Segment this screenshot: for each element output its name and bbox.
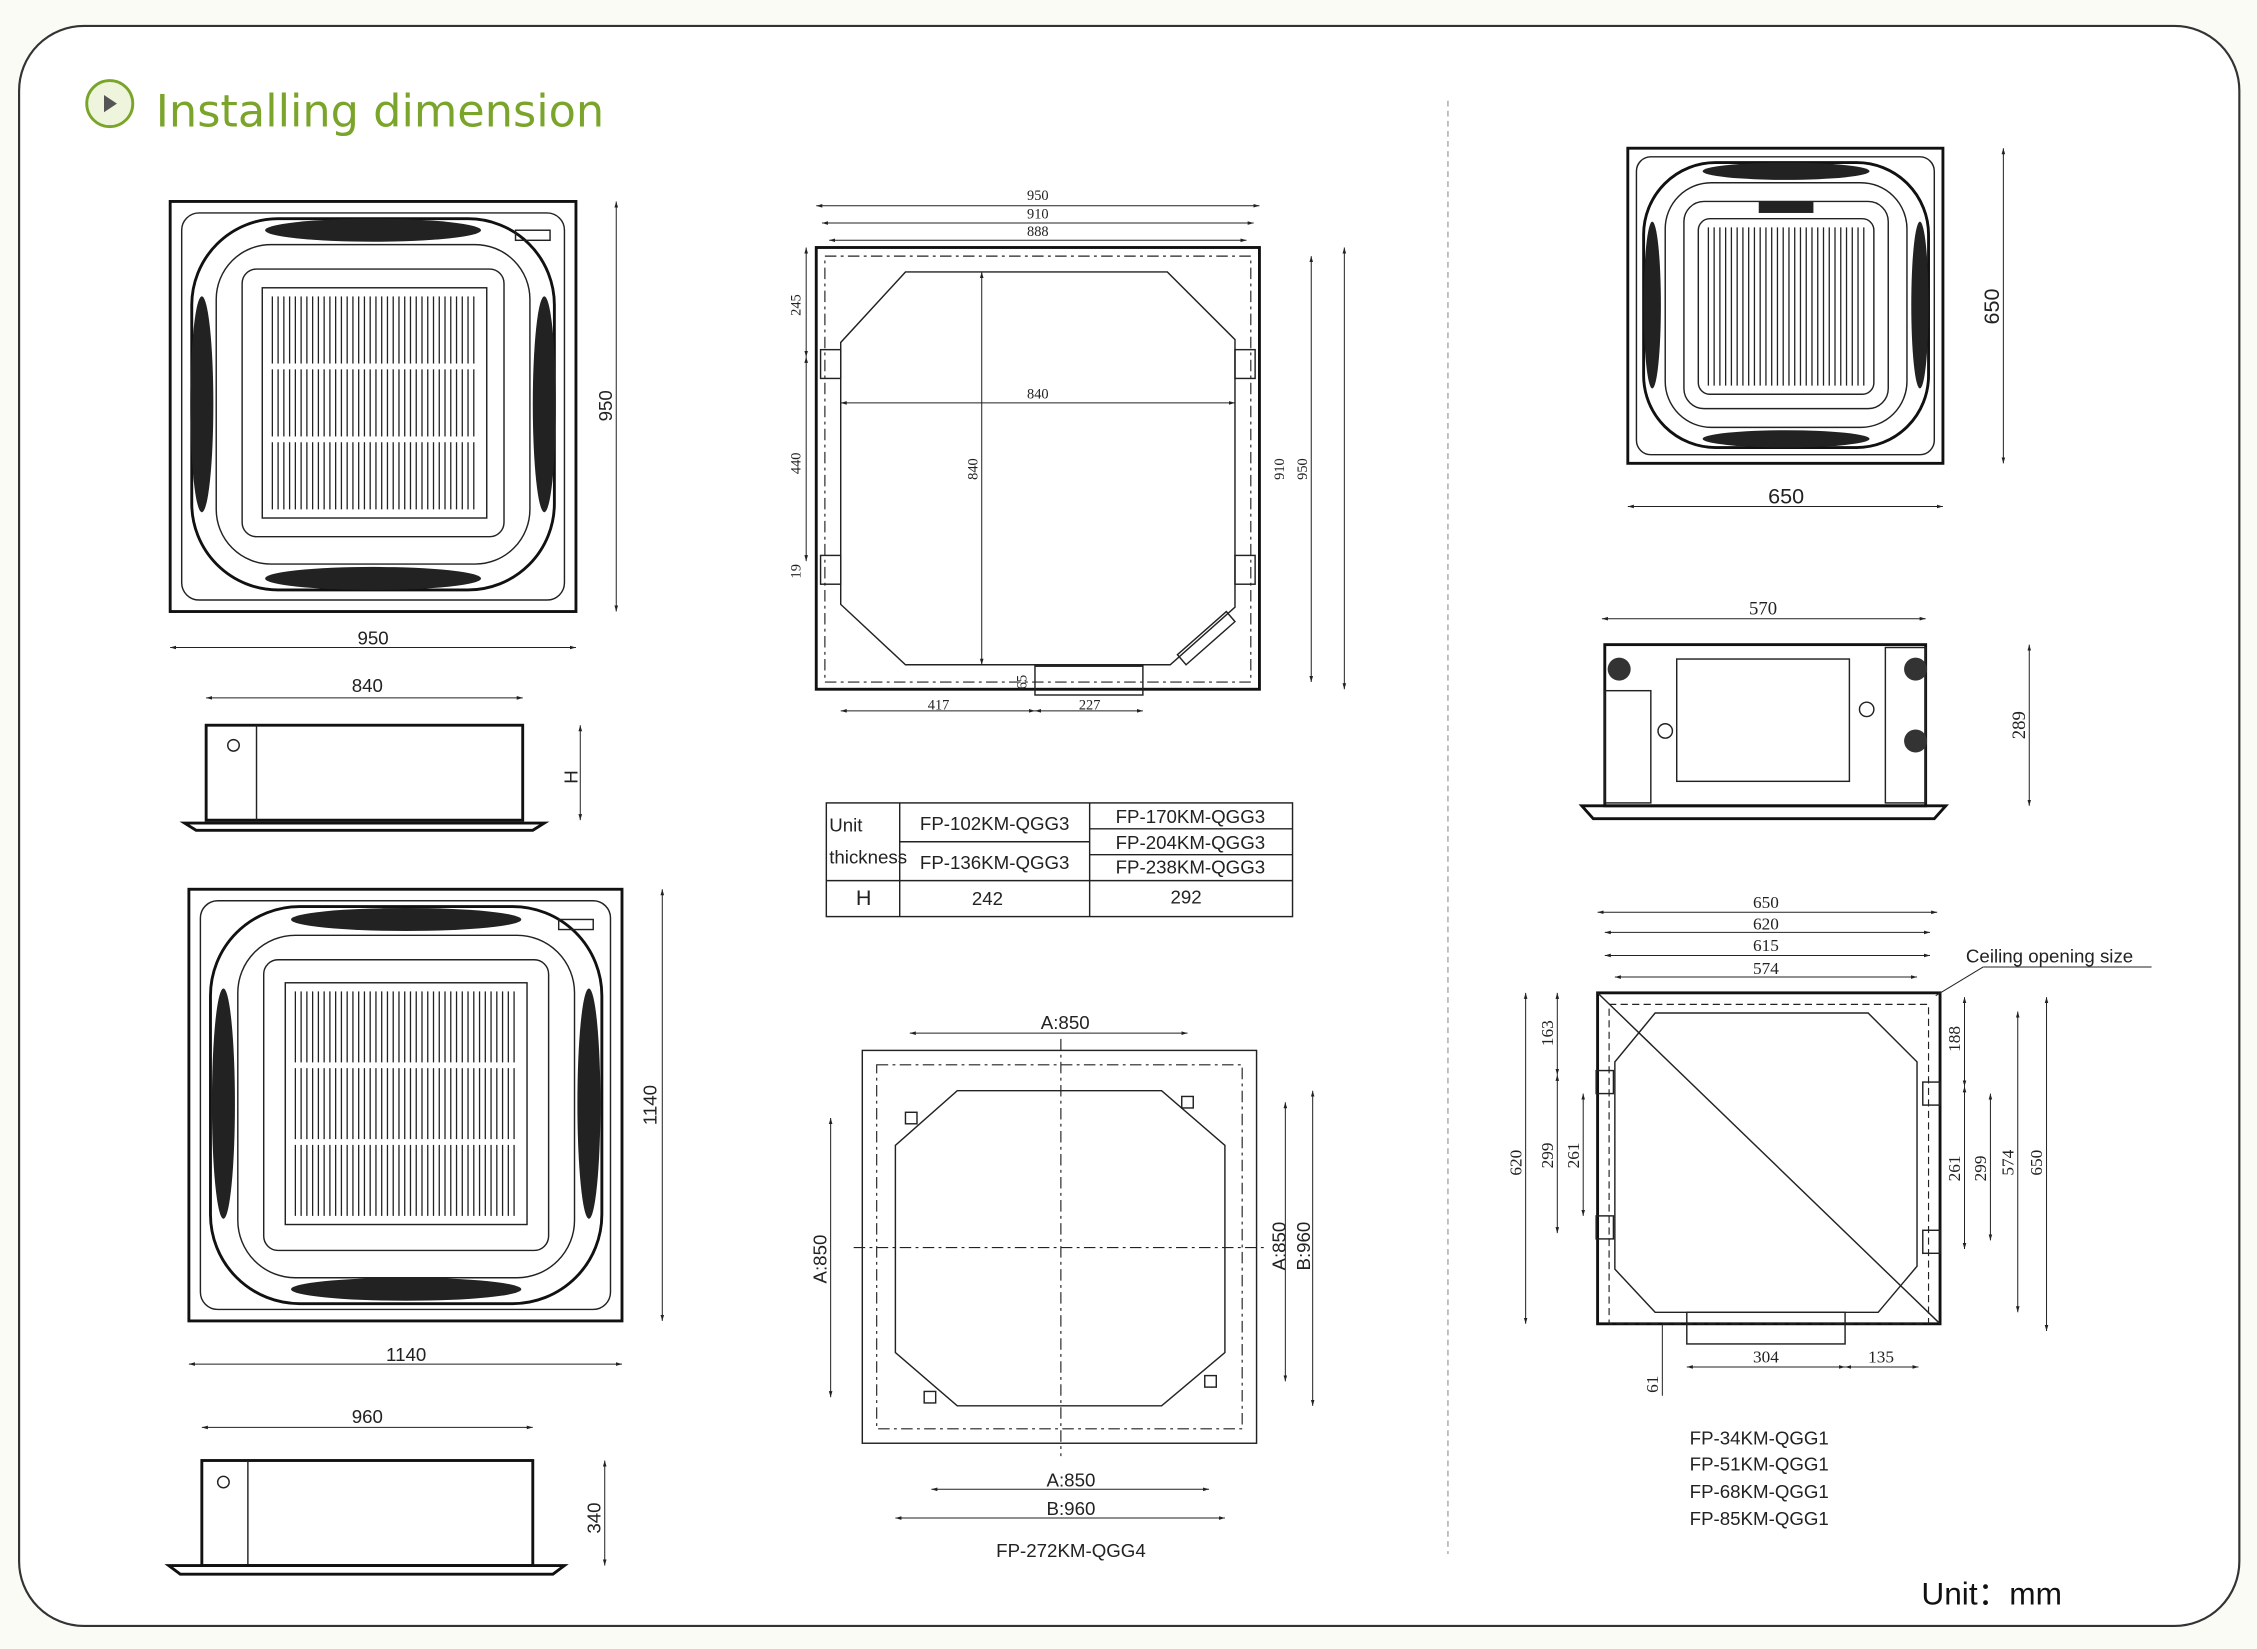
model-label-272: FP-272KM-QGG4: [996, 1540, 1146, 1561]
table-header-unit: Unit: [829, 815, 863, 836]
plan-272-drawing: [853, 1038, 1267, 1457]
dim-245: 245: [788, 294, 804, 316]
ceiling-opening-callout: Ceiling opening size: [1966, 946, 2133, 967]
dim-227: 227: [1079, 697, 1101, 713]
model-label: FP-34KM-QGG1: [1690, 1428, 1829, 1449]
table-model: FP-170KM-QGG3: [1116, 806, 1266, 827]
dim-570: 570: [1749, 598, 1777, 619]
dim-1140-height: 1140: [640, 1085, 661, 1125]
dim-135: 135: [1868, 1348, 1894, 1367]
dim-a850-right: A:850: [1268, 1222, 1289, 1271]
dim-620-left: 620: [1506, 1150, 1525, 1176]
dim-299-left: 299: [1538, 1143, 1557, 1169]
cassette-650-side-view: [1578, 643, 1950, 821]
dim-650-top: 650: [1753, 893, 1779, 912]
dim-950-width: 950: [357, 628, 388, 649]
cassette-650-top-view: [1626, 146, 1945, 465]
cassette-950-top-view: [168, 200, 578, 613]
dim-a850-top: A:850: [1041, 1012, 1090, 1033]
model-label: FP-51KM-QGG1: [1690, 1454, 1829, 1475]
dim-910-vertical: 910: [1272, 458, 1288, 480]
unit-thickness-table: Unit thickness FP-102KM-QGG3 FP-136KM-QG…: [825, 802, 1294, 918]
dim-261-right: 261: [1945, 1155, 1964, 1181]
dim-1140-width: 1140: [386, 1344, 426, 1365]
dim-299-right: 299: [1971, 1155, 1990, 1181]
dim-840-horizontal: 840: [1027, 387, 1049, 403]
dim-a850-left: A:850: [809, 1235, 830, 1284]
cassette-1140-top-view: [187, 887, 624, 1323]
dim-340-height: 340: [583, 1502, 604, 1533]
dim-620-top: 620: [1753, 915, 1779, 934]
dim-574-top: 574: [1753, 959, 1779, 978]
grille-icon: [294, 991, 515, 1216]
cassette-960-side-view: [164, 1459, 569, 1576]
table-row-label-h: H: [856, 885, 872, 910]
dim-289: 289: [2009, 711, 2030, 739]
dim-b960-bottom: B:960: [1047, 1498, 1096, 1519]
dim-h: H: [560, 770, 581, 784]
dim-888: 888: [1027, 224, 1049, 240]
plan-650-drawing: [1595, 991, 1942, 1345]
grille-icon: [271, 296, 475, 510]
table-value-292: 292: [1170, 887, 1201, 908]
dim-a850-bottom: A:850: [1047, 1469, 1096, 1490]
dim-950: 950: [1027, 188, 1049, 204]
dim-304: 304: [1753, 1348, 1779, 1367]
grille-icon: [1707, 227, 1865, 386]
table-value-242: 242: [972, 888, 1003, 909]
dim-840-vertical: 840: [965, 458, 981, 480]
dim-163: 163: [1538, 1020, 1557, 1046]
dim-188: 188: [1945, 1026, 1964, 1052]
dim-910: 910: [1027, 207, 1049, 223]
dim-440: 440: [788, 453, 804, 475]
dim-261-left: 261: [1564, 1143, 1583, 1169]
dim-650-height: 650: [1979, 288, 2004, 324]
table-header-thickness: thickness: [829, 846, 907, 867]
unit-label: Unit：mm: [1921, 1575, 2062, 1611]
cassette-840-side-view: [179, 723, 550, 832]
dim-615-top: 615: [1753, 936, 1779, 955]
dim-840-width: 840: [352, 675, 383, 696]
table-model: FP-204KM-QGG3: [1116, 832, 1266, 853]
dim-950-vertical: 950: [1295, 458, 1311, 480]
dim-574-right: 574: [1998, 1149, 2017, 1175]
dim-950-height: 950: [595, 390, 616, 421]
model-label: FP-85KM-QGG1: [1690, 1508, 1829, 1529]
dim-b960-right: B:960: [1293, 1222, 1314, 1271]
dim-65: 65: [1014, 675, 1030, 689]
dim-417: 417: [928, 697, 950, 713]
table-model: FP-102KM-QGG3: [920, 813, 1070, 834]
arrow-circle-icon: [85, 79, 135, 129]
model-label: FP-68KM-QGG1: [1690, 1481, 1829, 1502]
dim-61: 61: [1643, 1376, 1662, 1393]
dim-960-width: 960: [352, 1406, 383, 1427]
dim-650-right: 650: [2027, 1150, 2046, 1176]
plan-950-drawing: [814, 246, 1261, 696]
table-model: FP-238KM-QGG3: [1116, 856, 1266, 877]
dim-19: 19: [788, 564, 804, 578]
dim-650-width: 650: [1768, 484, 1804, 509]
table-model: FP-136KM-QGG3: [920, 852, 1070, 873]
page-title: Installing dimension: [156, 86, 604, 138]
